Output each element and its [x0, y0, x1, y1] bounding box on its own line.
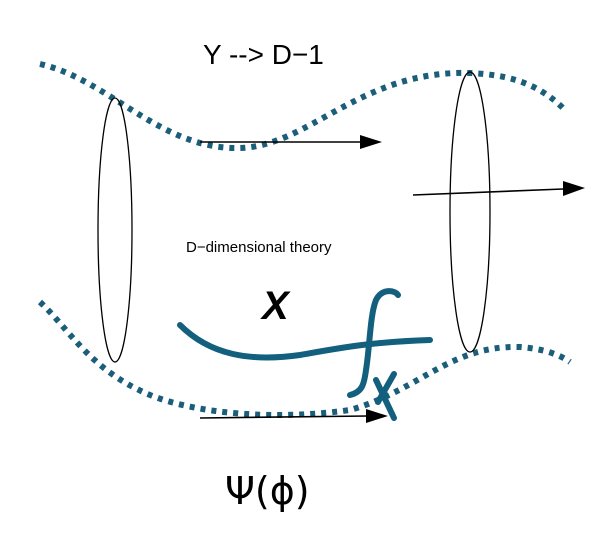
hand-drawn-scribble	[177, 288, 433, 421]
upper-dotted-boundary	[39, 61, 568, 152]
lower-flow-arrow	[199, 409, 388, 423]
theory-label: D−dimensional theory	[186, 239, 332, 256]
right-cross-section-ring	[449, 71, 491, 353]
dimension-map-label: Y --> D−1	[203, 39, 324, 70]
scribble-cross-a	[373, 377, 397, 421]
right-flow-arrow	[412, 181, 585, 196]
wavefunction-label: Ψ(ϕ)	[225, 469, 310, 513]
cross-mark-label: X	[260, 284, 291, 328]
left-cross-section-ring	[97, 97, 133, 363]
upper-flow-arrow	[200, 135, 382, 149]
scribble-cross-b	[375, 371, 397, 405]
scribble-hook	[347, 288, 401, 398]
scribble-curve	[177, 322, 433, 361]
lower-dotted-boundary	[37, 299, 572, 418]
